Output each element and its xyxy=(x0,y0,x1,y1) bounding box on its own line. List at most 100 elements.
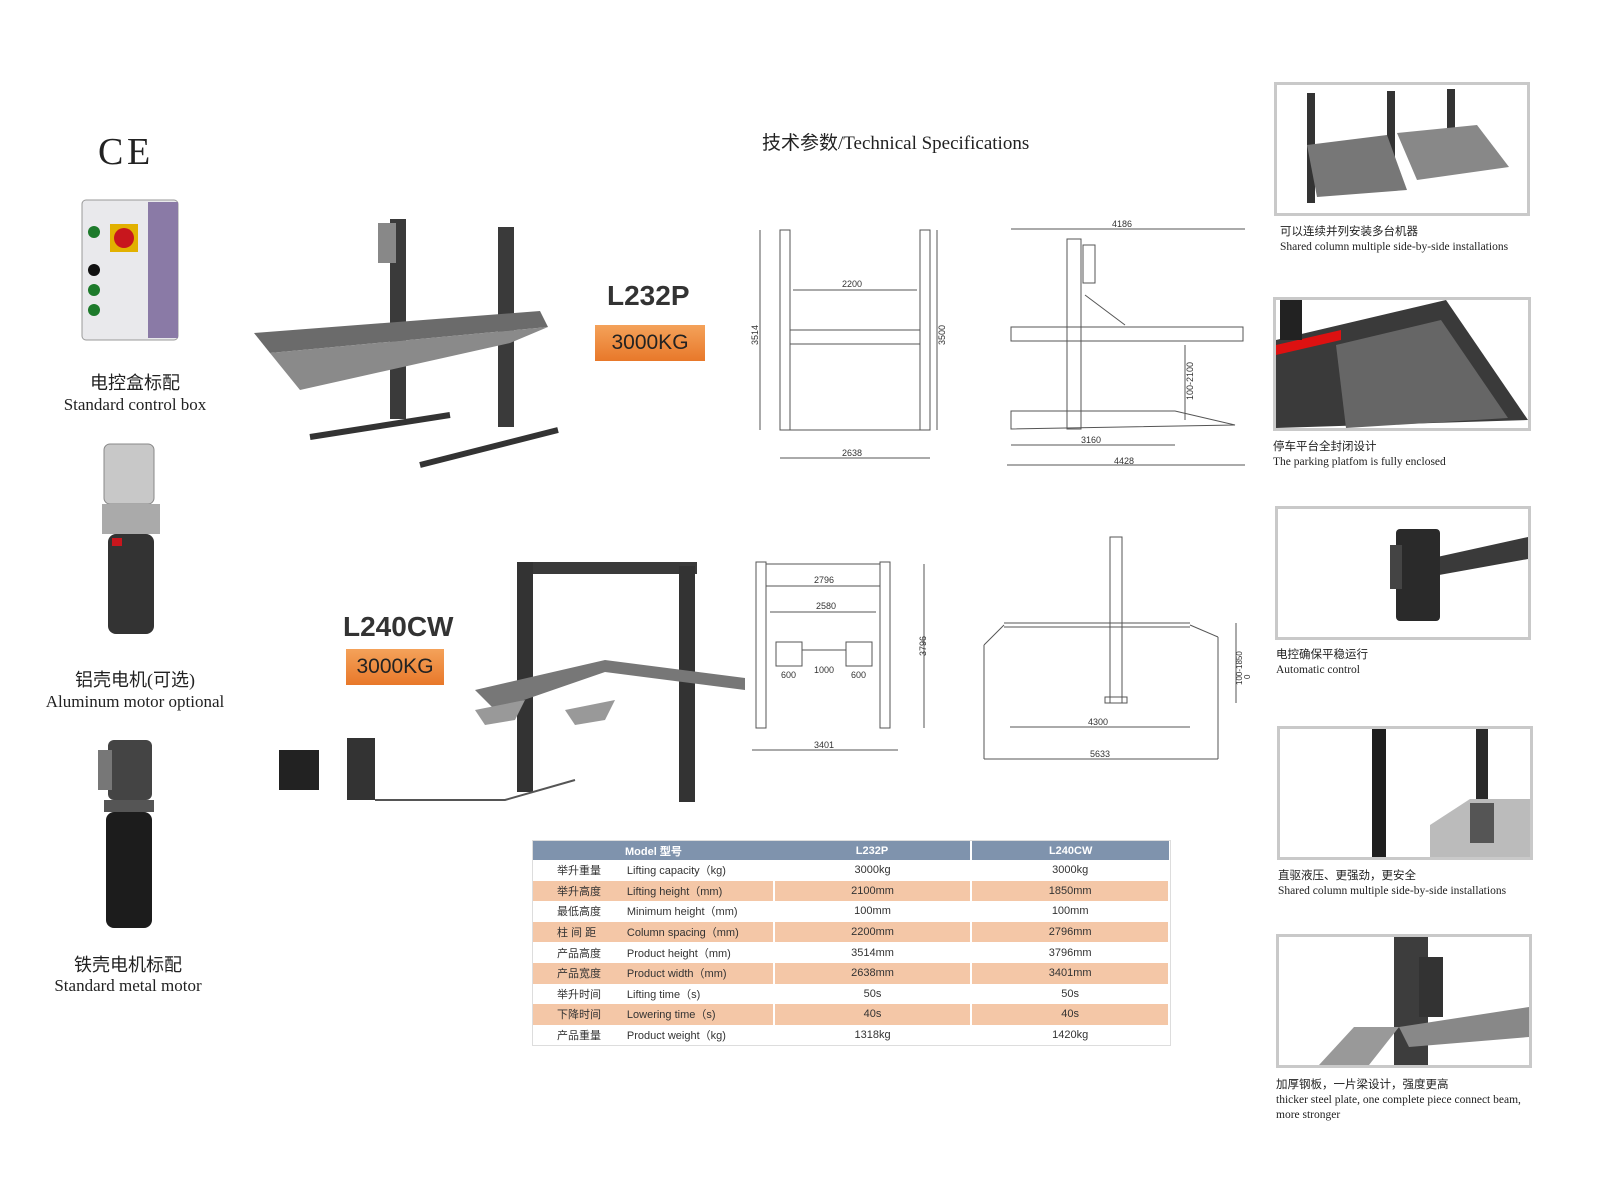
dim-arm-span: 4300 xyxy=(1088,717,1108,727)
dim-total-width: 3401 xyxy=(814,740,834,750)
row-value-l232p: 1318kg xyxy=(773,1024,973,1046)
row-label-cn: 产品重量 xyxy=(557,1030,601,1043)
dim-total-length: 4428 xyxy=(1114,456,1134,466)
dim-base-length: 3160 xyxy=(1081,435,1101,445)
row-value-l240cw: 3000kg xyxy=(971,860,1170,881)
row-value-l232p: 100mm xyxy=(773,901,973,922)
row-label-en: Lifting height（mm) xyxy=(626,880,775,902)
row-label-en: Column spacing（mm) xyxy=(626,921,775,943)
row-value-l240cw: 1420kg xyxy=(971,1024,1170,1046)
dim-inner-width: 2200 xyxy=(842,279,862,289)
dim-total-width: 2638 xyxy=(842,448,862,458)
page-title: 技术参数/Technical Specifications xyxy=(762,133,1030,154)
row-label-en: Minimum height（mm) xyxy=(626,901,775,922)
row-label-cn: 最低高度 xyxy=(557,906,601,919)
metal-motor-image xyxy=(96,740,160,930)
feature-3-en: Automatic control xyxy=(1276,664,1360,676)
row-label-en: Product width（mm) xyxy=(626,962,775,984)
row-value-l240cw: 2796mm xyxy=(971,921,1170,943)
dim-height: 3796 xyxy=(918,636,928,656)
aluminum-motor-caption-en: Aluminum motor optional xyxy=(45,692,225,711)
control-box-image xyxy=(80,198,180,342)
dim-lift-range: 100-1850 xyxy=(1235,651,1244,685)
row-value-l240cw: 3401mm xyxy=(971,962,1170,984)
row-label-cn: 产品宽度 xyxy=(533,962,627,984)
row-value-l232p: 2638mm xyxy=(773,962,973,984)
row-value-l240cw: 1850mm xyxy=(971,880,1170,902)
aluminum-motor-image xyxy=(96,440,166,636)
aluminum-motor-caption-cn: 铝壳电机(可选) xyxy=(75,670,195,690)
row-value-l232p: 3514mm xyxy=(773,942,973,963)
feature-3-cn: 电控确保平稳运行 xyxy=(1276,649,1368,661)
row-label-cn: 产品高度 xyxy=(557,947,601,960)
dim-zero: 0 xyxy=(1243,674,1250,679)
feature-image-steel-plate xyxy=(1276,934,1532,1068)
l232p-model-name: L232P xyxy=(607,280,690,311)
feature-caption-2: 停车平台全封闭设计 The parking platfom is fully e… xyxy=(1273,440,1446,470)
metal-motor-caption-cn: 铁壳电机标配 xyxy=(74,955,182,975)
row-label-cn: 举升时间 xyxy=(557,988,601,1001)
feature-image-direct-hydraulic xyxy=(1277,726,1533,860)
row-label-cn: 举升高度 xyxy=(533,880,627,902)
row-value-l240cw: 3796mm xyxy=(971,942,1170,963)
dim-lift-range: 100-2100 xyxy=(1185,362,1195,400)
feature-caption-1: 可以连续并列安装多台机器 Shared column multiple side… xyxy=(1280,225,1508,255)
l240cw-model-name: L240CW xyxy=(343,611,454,642)
row-value-l232p: 2100mm xyxy=(773,880,973,902)
feature-caption-3: 电控确保平稳运行 Automatic control xyxy=(1276,648,1368,678)
l232p-side-drawing: 4186 100-2100 3160 4428 xyxy=(1007,219,1245,466)
l240cw-capacity-badge: 3000KG xyxy=(346,649,444,685)
feature-5-cn: 加厚钢板，一片梁设计，强度更高 xyxy=(1276,1079,1449,1091)
row-value-l240cw: 100mm xyxy=(971,901,1170,922)
feature-2-cn: 停车平台全封闭设计 xyxy=(1273,441,1377,453)
header-col-l232p: L232P xyxy=(773,841,973,860)
feature-4-en: Shared column multiple side-by-side inst… xyxy=(1278,885,1507,897)
row-label-cn: 柱 间 距 xyxy=(533,921,627,943)
table-header-row: Model 型号 L232P L240CW xyxy=(533,841,1169,860)
row-value-l232p: 50s xyxy=(773,983,973,1005)
header-model-label: Model 型号 xyxy=(533,841,774,860)
feature-image-side-by-side xyxy=(1274,82,1530,216)
feature-image-automatic-control xyxy=(1275,506,1531,640)
feature-image-enclosed-platform xyxy=(1273,297,1531,431)
feature-4-cn: 直驱液压、更强劲，更安全 xyxy=(1278,870,1416,882)
l240cw-product-image xyxy=(275,560,750,805)
dim-pad-right: 600 xyxy=(851,670,866,680)
l240cw-front-drawing: 2796 2580 600 1000 600 3796 3401 xyxy=(752,561,928,751)
row-label-cn: 举升重量 xyxy=(557,865,601,878)
feature-2-en: The parking platfom is fully enclosed xyxy=(1273,456,1446,468)
row-label-en: Product weight（kg) xyxy=(626,1024,775,1046)
row-label-en: Lifting time（s) xyxy=(626,983,775,1005)
ce-mark-logo: C E xyxy=(98,131,150,173)
header-col-l240cw: L240CW xyxy=(971,841,1169,860)
dim-inner: 2580 xyxy=(816,601,836,611)
control-box-caption-en: Standard control box xyxy=(63,395,207,414)
metal-motor-caption-en: Standard metal motor xyxy=(54,976,202,995)
l232p-capacity-badge: 3000KG xyxy=(595,325,705,361)
control-box-caption-cn: 电控盒标配 xyxy=(90,373,180,393)
dim-top-length: 4186 xyxy=(1112,219,1132,229)
dim-total-length: 5633 xyxy=(1090,749,1110,759)
dim-height-right: 3500 xyxy=(937,325,947,345)
feature-1-cn: 可以连续并列安装多台机器 xyxy=(1280,226,1418,238)
row-value-l240cw: 50s xyxy=(971,983,1170,1005)
dim-height-left: 3514 xyxy=(750,325,760,345)
l240cw-side-drawing: 4300 5633 100-1850 0 xyxy=(983,536,1250,760)
l232p-front-drawing: 2200 3514 3500 2638 xyxy=(750,229,947,459)
row-value-l240cw: 40s xyxy=(971,1004,1170,1025)
row-value-l232p: 40s xyxy=(773,1004,973,1025)
row-value-l232p: 3000kg xyxy=(773,860,973,881)
dim-pad-gap: 1000 xyxy=(814,665,834,675)
dim-pad-left: 600 xyxy=(781,670,796,680)
